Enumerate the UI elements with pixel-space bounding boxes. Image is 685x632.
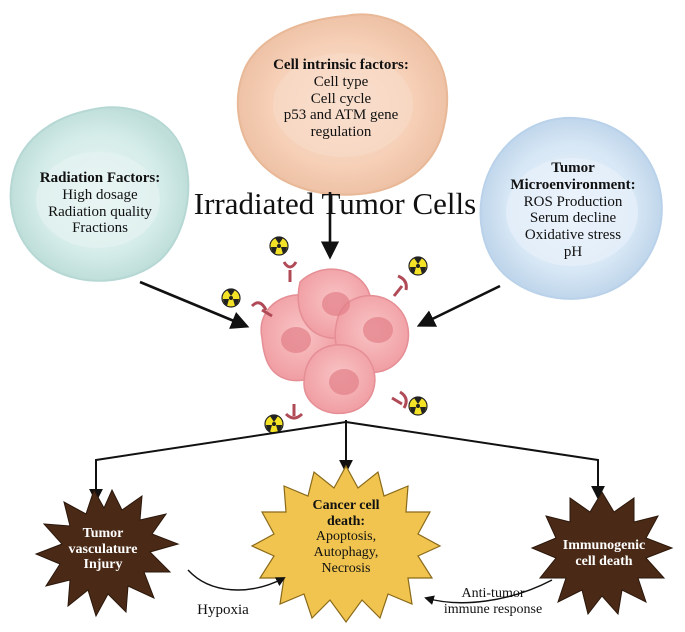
cancer-death-heading: Cancer cell [312, 498, 380, 513]
vasculature-line: Injury [83, 557, 123, 573]
cancer-death-item: Autophagy, [313, 545, 379, 561]
radiation-item: Radiation quality [48, 203, 152, 220]
radiation-symbol-icon [264, 414, 284, 434]
immunogenic-label: Immunogenic cell death [546, 538, 662, 569]
cancer-death-item: Necrosis [321, 560, 371, 576]
intrinsic-item: regulation [310, 124, 372, 141]
intrinsic-item: Cell type [313, 73, 369, 90]
radiation-symbol-icon [269, 236, 289, 256]
radiation-factors-text: Radiation Factors: High dosage Radiation… [20, 170, 180, 237]
anti-tumor-arrow [424, 579, 553, 605]
vasculature-line: vasculature [68, 541, 138, 557]
tumor-vasculature-star [34, 488, 180, 618]
micro-item: Oxidative stress [524, 227, 622, 244]
intrinsic-item: p53 and ATM gene [283, 107, 399, 124]
immunogenic-line: cell death [575, 553, 633, 569]
micro-item: Serum decline [529, 210, 617, 227]
micro-heading-line: Microenvironment: [510, 176, 636, 193]
cancer-death-star [250, 464, 442, 624]
cancer-death-label: Cancer cell death: Apoptosis, Autophagy,… [280, 498, 412, 576]
vasculature-line: Tumor [82, 526, 124, 541]
radiation-symbol-icon [221, 288, 241, 308]
immunogenic-star [530, 491, 674, 616]
anti-tumor-line: Anti-tumor [461, 586, 525, 601]
microenvironment-text: Tumor Microenvironment: ROS Production S… [498, 160, 648, 261]
micro-heading-line: Tumor [551, 160, 595, 176]
tumor-cell-cluster [260, 268, 410, 415]
anti-tumor-label: Anti-tumor immune response [428, 586, 558, 617]
intrinsic-factor-cell [236, 13, 449, 196]
arrow-radiation-to-tumor [139, 280, 250, 329]
vasculature-label: Tumor vasculature Injury [40, 526, 166, 573]
outcome-branches [89, 420, 605, 503]
cancer-death-item: Apoptosis, [315, 529, 377, 545]
intrinsic-item: Cell cycle [310, 90, 372, 107]
diagram-title: Irradiated Tumor Cells [193, 186, 477, 221]
arrow-micro-to-tumor [416, 284, 501, 327]
cancer-death-heading: death: [326, 513, 366, 529]
intrinsic-factors-text: Cell intrinsic factors: Cell type Cell c… [236, 57, 446, 141]
radiation-factor-cell [9, 106, 190, 282]
radiation-symbol-icon [408, 256, 428, 276]
radiation-symbol-icon [408, 396, 428, 416]
hypoxia-arrow [187, 569, 286, 591]
micro-item: pH [563, 243, 583, 260]
intrinsic-heading: Cell intrinsic factors: [273, 57, 409, 73]
anti-tumor-line: immune response [443, 601, 543, 617]
receptor-marks [250, 261, 408, 420]
radiation-heading: Radiation Factors: [39, 170, 161, 186]
immunogenic-line: Immunogenic [562, 538, 646, 553]
hypoxia-label: Hypoxia [197, 602, 249, 618]
microenvironment-cell [479, 116, 663, 300]
micro-item: ROS Production [523, 193, 623, 210]
radiation-item: Fractions [72, 220, 128, 237]
radiation-item: High dosage [62, 186, 138, 203]
